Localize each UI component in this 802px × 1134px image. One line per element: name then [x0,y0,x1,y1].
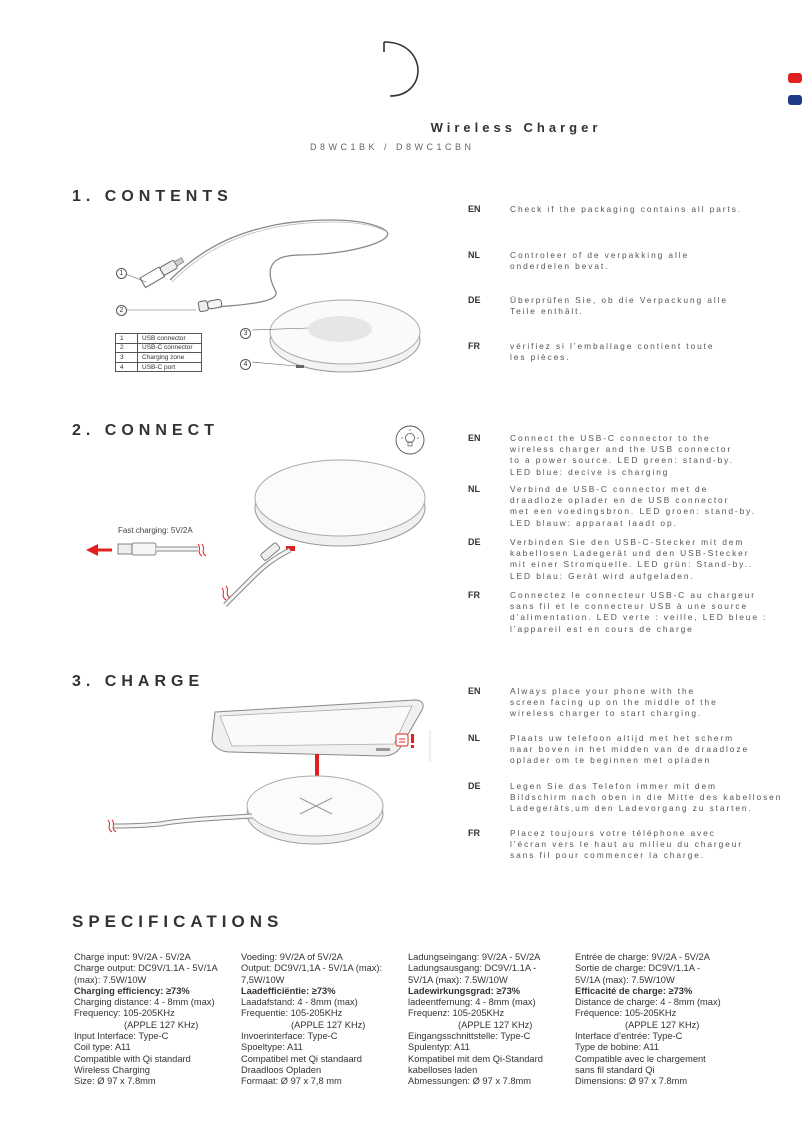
brand-logo [383,41,419,97]
fast-charging-label: Fast charging: 5V/2A [118,526,193,535]
product-title: Wireless Charger [430,120,602,135]
connect-illustration [86,425,426,607]
model-numbers: D8WC1BK / D8WC1CBN [310,142,475,152]
phone-icon [211,699,424,757]
lightbulb-icon [395,425,425,455]
specs-nl: Voeding: 9V/2A of 5V/2A Output: DC9V/1,1… [241,952,383,1087]
specs-de: Ladungseingang: 9V/2A - 5V/2A Ladungsaus… [408,952,543,1087]
usb-c-connector-icon [197,298,223,313]
connect-heading: 2. CONNECT [72,422,219,439]
language-flag-icon [788,73,802,105]
charge-heading: 3. CHARGE [72,673,205,690]
specifications-heading: SPECIFICATIONS [72,912,284,931]
callout-3: 3 [240,328,251,339]
specs-en: Charge input: 9V/2A - 5V/2A Charge outpu… [74,952,218,1087]
warning-icon [395,733,414,748]
contents-heading: 1. CONTENTS [72,188,233,205]
contents-illustration [125,219,421,373]
callout-1: 1 [116,268,127,279]
usb-connector-icon [139,257,185,289]
callout-4: 4 [240,359,251,370]
charge-illustration [107,699,431,845]
specs-fr: Entrée de charge: 9V/2A - 5V/2A Sortie d… [575,952,721,1087]
callout-2: 2 [116,305,127,316]
